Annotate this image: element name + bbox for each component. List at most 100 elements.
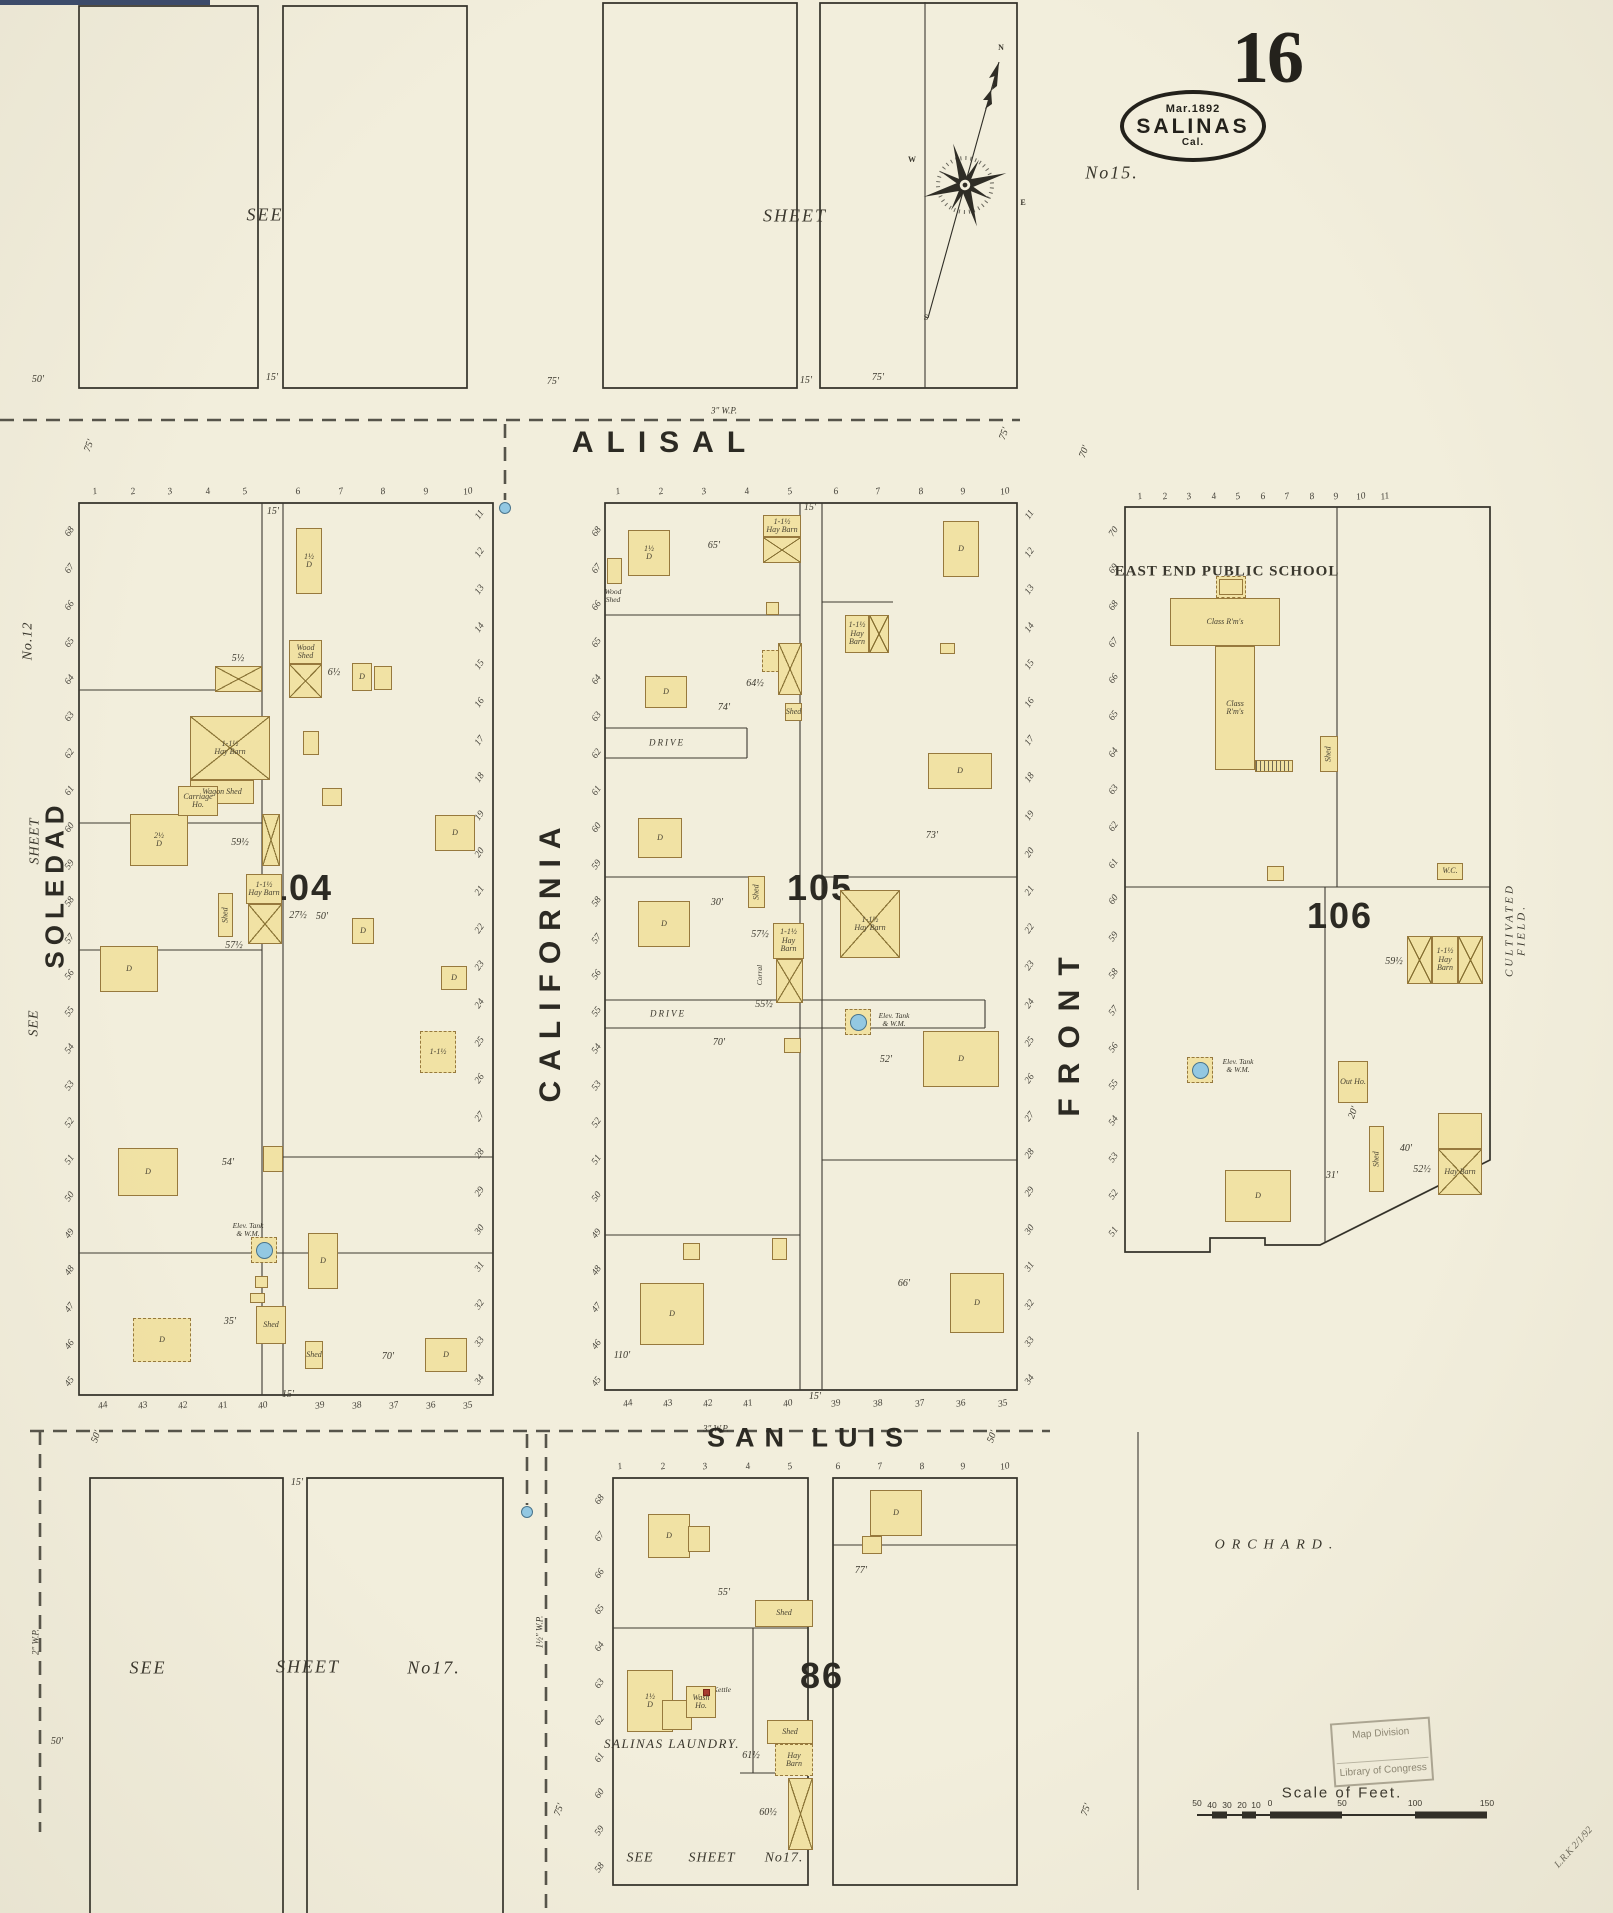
building <box>778 643 802 695</box>
building-w-c: W.C. <box>1437 863 1463 880</box>
building-label: Out Ho. <box>1340 1076 1366 1086</box>
building-label: D <box>669 1308 675 1318</box>
block-outline <box>78 502 494 1396</box>
block-outline <box>282 5 468 389</box>
building-label: W.C. <box>1442 866 1458 876</box>
building-label: 1½ D <box>645 1691 655 1709</box>
scale-bar-segment <box>1270 1811 1342 1819</box>
building-label: D <box>126 963 132 973</box>
building-class-r-m-s: Class R'm's <box>1170 598 1280 646</box>
building-d: D <box>638 818 682 858</box>
building-shed: Shed <box>748 876 765 908</box>
building <box>250 1293 265 1303</box>
elevated-tank-windmill <box>845 1009 871 1035</box>
building <box>263 1146 283 1172</box>
building-d: D <box>645 676 687 708</box>
library-of-congress-stamp: Map Division Library of Congress <box>1329 1716 1435 1788</box>
building-label: Class R'm's <box>1206 616 1244 626</box>
building-label: 1-1½ <box>429 1046 447 1056</box>
building-label: D <box>657 832 663 842</box>
building-d: D <box>870 1490 922 1536</box>
building-1-1-hay-barn: 1-1½ Hay Barn <box>1432 936 1458 984</box>
block-outline <box>604 502 1018 1391</box>
building-1-1-hay-barn: 1-1½ Hay Barn <box>190 716 270 780</box>
building <box>763 537 801 563</box>
building <box>766 602 779 615</box>
building-label: Shed <box>220 907 230 923</box>
elevated-tank-windmill <box>251 1237 277 1263</box>
building-d: D <box>308 1233 338 1289</box>
building-1-1-hay-barn: 1-1½ Hay Barn <box>773 923 804 959</box>
building <box>289 664 322 698</box>
building-d: D <box>435 815 475 851</box>
building <box>788 1778 813 1850</box>
block-outline <box>89 1477 284 1913</box>
building <box>703 1689 710 1696</box>
building-label: 1-1½ Hay Barn <box>780 927 797 954</box>
building <box>1267 866 1284 881</box>
elevated-tank-windmill <box>1187 1057 1213 1083</box>
building-shed: Shed <box>305 1341 323 1369</box>
building-label: 1½ D <box>304 551 314 569</box>
building-label: D <box>893 1507 899 1517</box>
building-d: D <box>943 521 979 577</box>
building-label: Class R'm's <box>1226 698 1244 716</box>
building <box>255 1276 268 1288</box>
building-shed: Shed <box>767 1720 813 1744</box>
building <box>262 814 280 866</box>
building-1-1: 1-1½ <box>420 1031 456 1073</box>
building-label: D <box>666 1530 672 1540</box>
building <box>374 666 392 690</box>
publisher-date-stamp: Mar.1892 SALINAS Cal. <box>1120 90 1266 162</box>
building-d: D <box>923 1031 999 1087</box>
building <box>683 1243 700 1260</box>
building-d: D <box>100 946 158 992</box>
block-outline <box>78 5 259 389</box>
building <box>248 904 282 944</box>
building-label: Shed <box>782 1726 798 1736</box>
building-label: D <box>958 1053 964 1063</box>
scale-bar-segment <box>1212 1811 1227 1819</box>
building-label: 1-1½ Hay Barn <box>848 620 866 647</box>
building-label: 1-1½ Hay Barn <box>766 516 798 534</box>
building-label: 1-1½ Hay Barn <box>248 879 280 897</box>
building-d: D <box>352 918 374 944</box>
building-shed: Shed <box>755 1600 813 1627</box>
block-outline <box>306 1477 504 1913</box>
building-label: D <box>359 671 365 681</box>
building-label: D <box>1255 1190 1261 1200</box>
water-pipe-valve <box>521 1506 533 1518</box>
building-label: D <box>661 918 667 928</box>
building-1-1-hay-barn: 1-1½ Hay Barn <box>246 874 282 904</box>
building <box>215 666 262 692</box>
building-out-ho: Out Ho. <box>1338 1061 1368 1103</box>
building-label: D <box>452 827 458 837</box>
building-label: D <box>360 925 366 935</box>
building-1-1-hay-barn: 1-1½ Hay Barn <box>840 890 900 958</box>
building <box>869 615 889 653</box>
building-d: D <box>640 1283 704 1345</box>
building-label: Shed <box>1371 1151 1381 1167</box>
stamp-city: SALINAS <box>1136 115 1250 138</box>
building-label: 1-1½ Hay Barn <box>1436 946 1454 973</box>
block-outline <box>1124 506 1491 1253</box>
building-label: Shed <box>1323 746 1333 762</box>
building <box>688 1526 710 1552</box>
building-shed: Shed <box>785 703 802 721</box>
building-label: Shed <box>776 1608 792 1618</box>
building-d: D <box>441 966 467 990</box>
building-hay-barn: Hay Barn <box>775 1744 813 1776</box>
building-wood-shed: Wood Shed <box>289 640 322 664</box>
building-label: Carriage Ho. <box>183 791 213 809</box>
building-label: Shed <box>263 1319 279 1329</box>
building-label: D <box>443 1349 449 1359</box>
building-label: Shed <box>785 706 802 716</box>
building-2-d: 2½ D <box>130 814 188 866</box>
building-label: D <box>974 1297 980 1307</box>
loc-stamp-line1: Map Division <box>1351 1726 1410 1742</box>
building <box>1255 760 1293 772</box>
block-outline <box>612 1477 809 1886</box>
building <box>762 650 779 672</box>
building-label: 1-1½ Hay Barn <box>214 738 246 756</box>
